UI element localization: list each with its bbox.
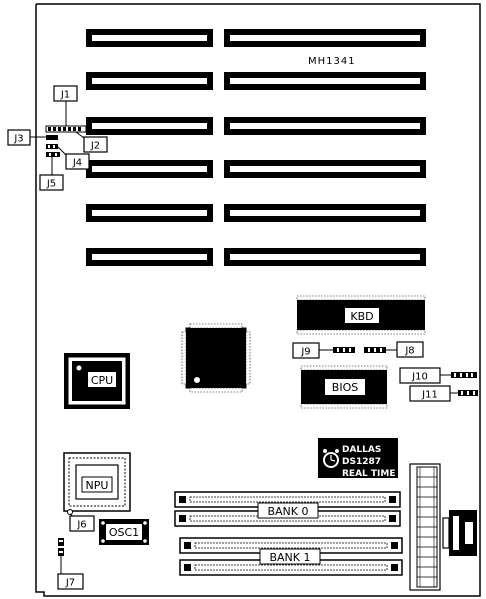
npu-socket: [63, 452, 131, 515]
kbd-label: KBD: [350, 310, 373, 323]
kbd-chip: [296, 295, 426, 335]
rtc-line-1: DALLAS: [342, 445, 381, 455]
jumper-label-j10: J10: [411, 372, 428, 383]
jumper-label-j3: J3: [13, 134, 23, 145]
jumper-label-j5: J5: [46, 179, 56, 190]
cpu-label: CPU: [91, 374, 113, 387]
jumper-block-j4: [46, 144, 58, 149]
jumper-label-j11: J11: [421, 390, 438, 401]
osc-label: OSC1: [109, 526, 139, 539]
jumper-block-j5: [46, 152, 60, 157]
jumper-block-j10: [451, 372, 477, 378]
jumper-label-j7: J7: [65, 578, 75, 589]
cpu-chip: [64, 353, 130, 409]
jumper-block-j3: [46, 135, 58, 140]
board-outline: [35, 3, 481, 597]
oscillator: [99, 519, 149, 545]
jumper-label-j2: J2: [90, 141, 100, 152]
jumper-label-j6: J6: [76, 520, 86, 531]
memory-bank-0: [174, 491, 401, 527]
bank-1-label: BANK 1: [269, 551, 310, 564]
bios-chip: [300, 365, 388, 409]
rtc-module: [318, 438, 398, 478]
model-label: MH1341: [308, 56, 356, 67]
jumper-label-j8: J8: [404, 346, 414, 357]
jumper-cluster-j1-j5: [30, 101, 87, 175]
bios-label: BIOS: [332, 381, 358, 394]
jumper-label-j4: J4: [72, 158, 82, 169]
expansion-slots-left: [86, 29, 213, 266]
jumper-label-j1: J1: [60, 90, 70, 101]
rtc-line-3: REAL TIME: [342, 469, 396, 479]
jumper-label-j9: J9: [300, 347, 310, 358]
memory-bank-1: [179, 537, 403, 576]
power-connector: [409, 463, 441, 591]
bank-0-label: BANK 0: [267, 505, 308, 518]
rtc-line-2: DS1287: [342, 457, 381, 467]
expansion-slots-right: [224, 29, 426, 266]
keyboard-connector: [442, 510, 477, 556]
npu-label: NPU: [86, 479, 109, 492]
chipset-chip: [181, 323, 251, 393]
